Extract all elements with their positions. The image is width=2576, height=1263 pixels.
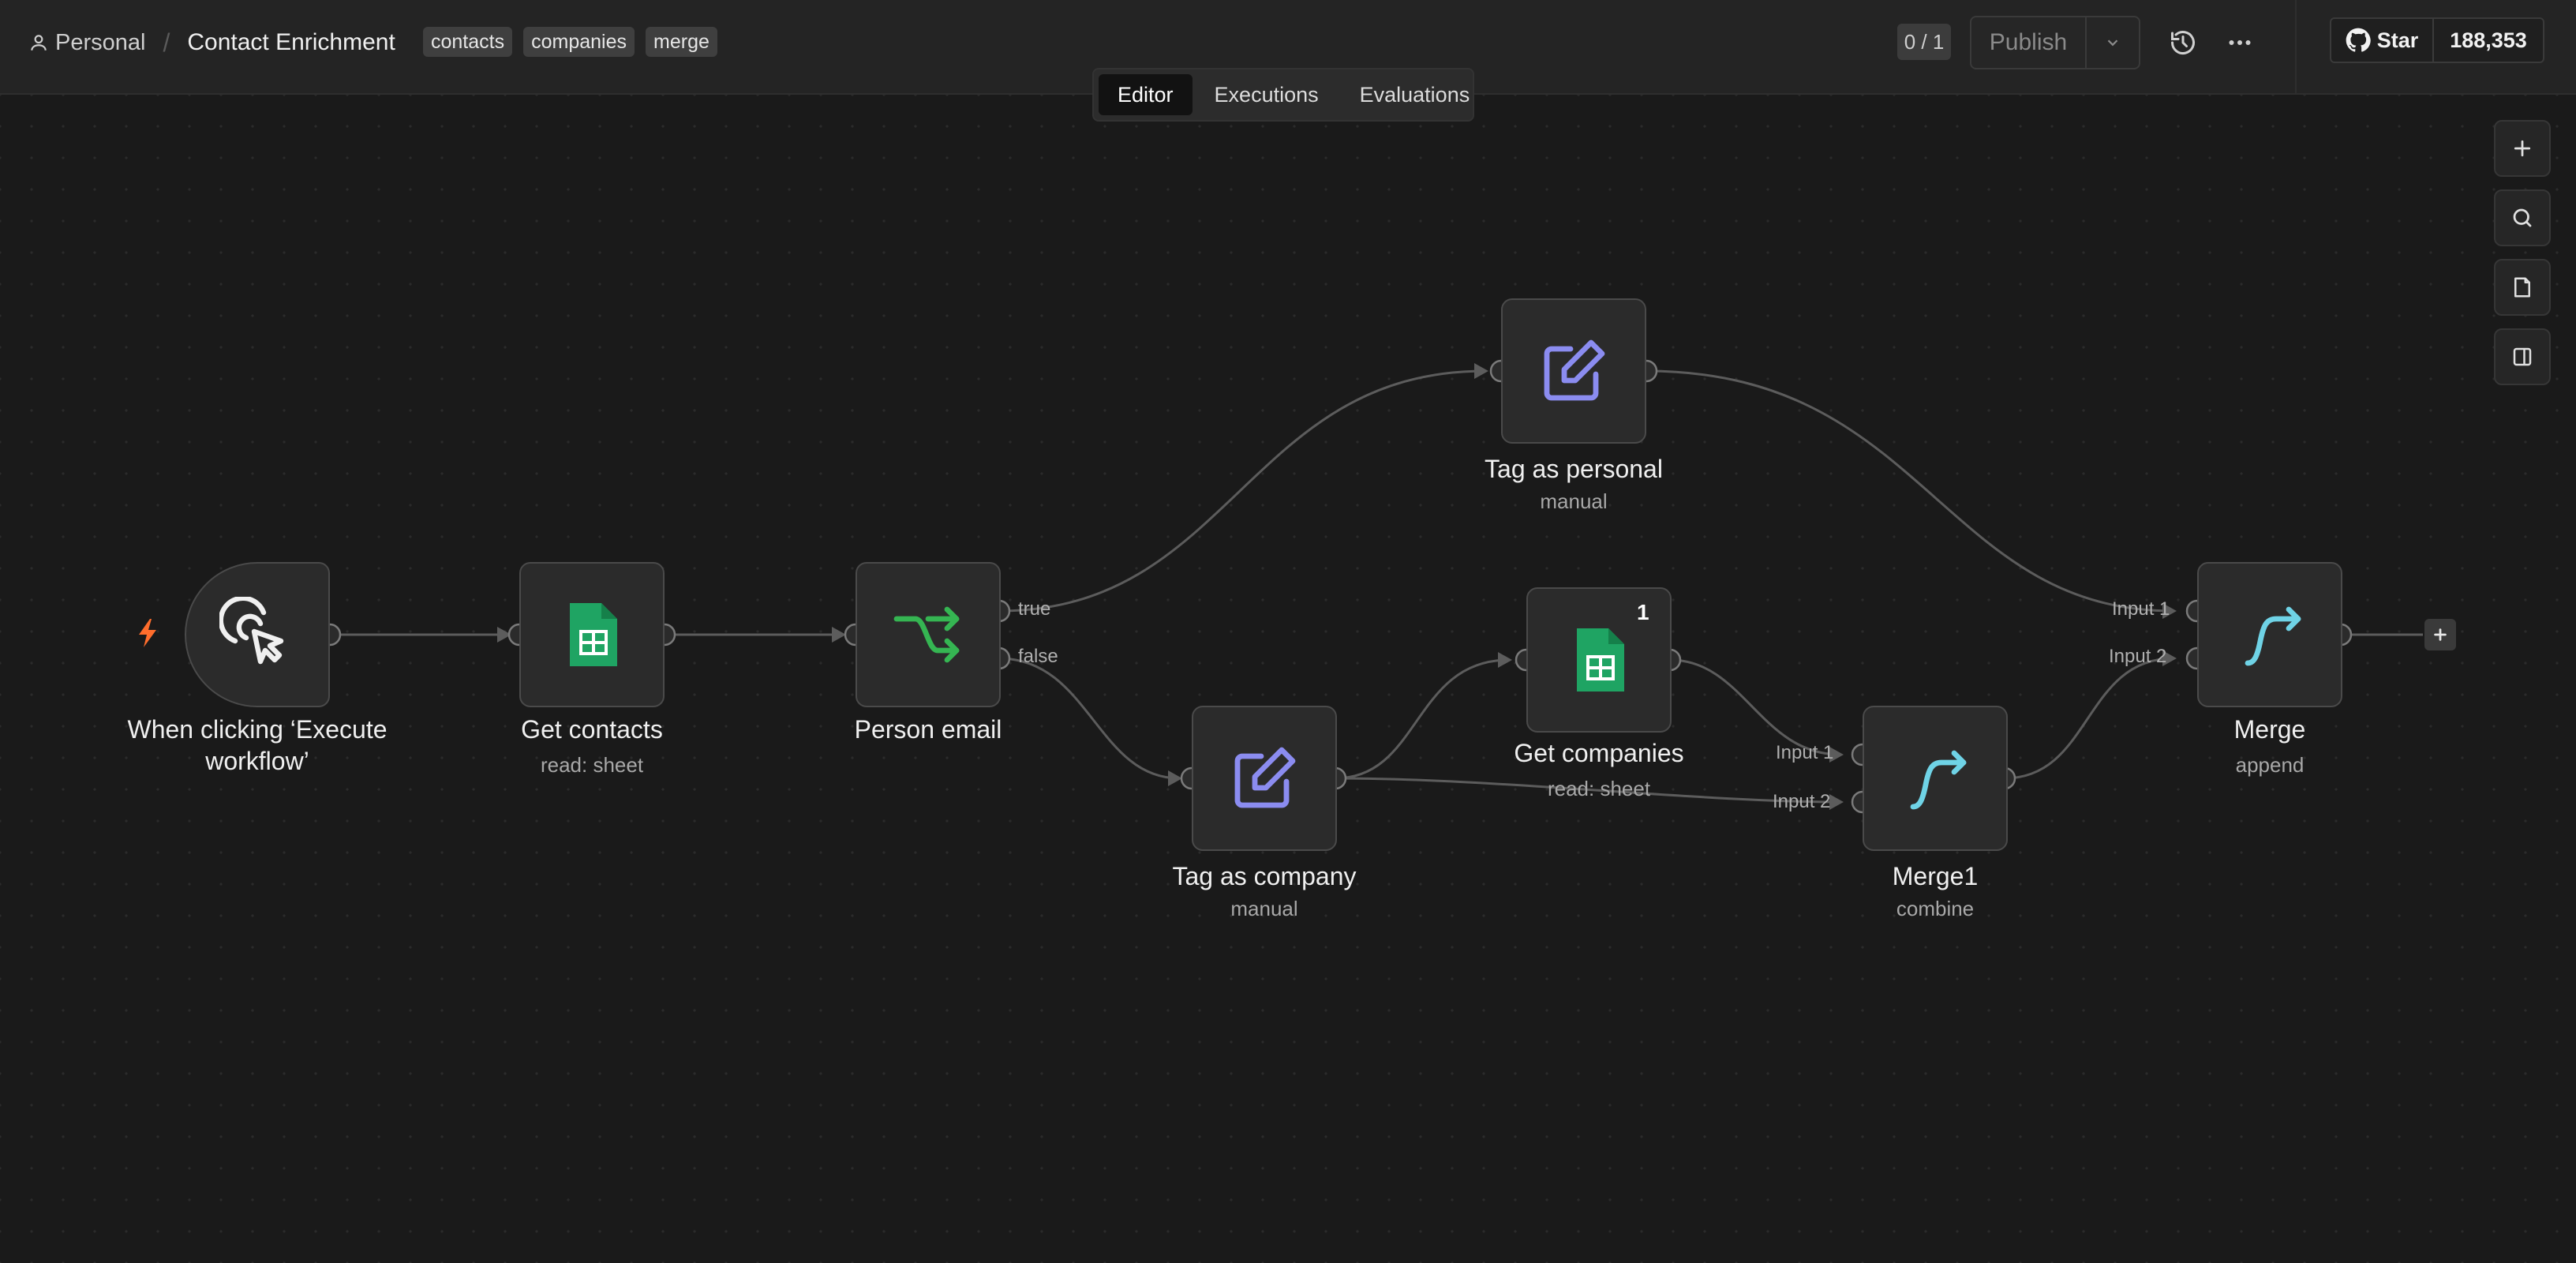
search-icon xyxy=(2513,208,2532,227)
port-label-input1: Input 1 xyxy=(2112,598,2170,620)
edge-merge1-to-merge-input2 xyxy=(2004,657,2174,780)
github-icon xyxy=(2346,28,2371,52)
history-icon[interactable] xyxy=(2169,28,2197,57)
publish-button[interactable]: Publish xyxy=(1971,17,2087,68)
search-nodes-button[interactable] xyxy=(2494,189,2551,246)
github-star-label: Star xyxy=(2376,28,2419,52)
arrowhead xyxy=(2162,603,2177,619)
port-label-input2: Input 2 xyxy=(1773,791,1831,812)
edit-pen-icon xyxy=(1544,339,1605,401)
node-label: Merge xyxy=(2233,715,2306,744)
edit-pen-icon xyxy=(1234,747,1296,808)
node-label: Get companies xyxy=(1514,739,1684,767)
cursor-click-icon xyxy=(219,597,284,665)
edge-get-companies-to-merge1-input1 xyxy=(1669,658,1841,756)
publish-counter: 0 / 1 xyxy=(1897,24,1951,60)
arrowhead xyxy=(1474,363,1488,379)
node-subtitle: read: sheet xyxy=(1547,777,1651,800)
sticky-note-icon xyxy=(2514,277,2530,298)
tab-evaluations[interactable]: Evaluations xyxy=(1359,83,1470,107)
github-star-widget[interactable]: Star 188,353 xyxy=(2330,17,2544,63)
merge-arrow-icon xyxy=(1910,750,1967,810)
toggle-panel-button[interactable] xyxy=(2494,328,2551,385)
node-label: When clicking ‘Execute workflow’ xyxy=(127,715,388,775)
workflow-title[interactable]: Contact Enrichment xyxy=(187,29,395,55)
sidebar-panel-icon xyxy=(2513,347,2532,366)
lightning-bolt-icon xyxy=(139,619,156,647)
merge-arrow-icon xyxy=(2245,606,2301,666)
node-label: Tag as personal xyxy=(1485,455,1663,483)
edge-tag-company-to-get-companies xyxy=(1335,658,1510,780)
arrowhead xyxy=(2162,650,2177,666)
node-label: Tag as company xyxy=(1172,862,1357,890)
tag-chip[interactable]: merge xyxy=(646,27,717,57)
breadcrumb-project[interactable]: Personal xyxy=(55,29,146,55)
split-arrows-icon xyxy=(893,606,960,663)
arrowhead xyxy=(1829,747,1844,763)
google-sheets-icon xyxy=(570,603,617,666)
node-subtitle: combine xyxy=(1896,897,1975,920)
arrowhead xyxy=(832,627,846,643)
edge-false-to-tag-company xyxy=(998,657,1180,780)
node-label: Person email xyxy=(854,715,1002,744)
node-label: Get contacts xyxy=(521,715,663,744)
arrowhead xyxy=(1168,770,1182,786)
add-next-node-button[interactable] xyxy=(2424,619,2456,650)
node-get-contacts[interactable] xyxy=(519,562,665,707)
github-star-count[interactable]: 188,353 xyxy=(2450,28,2527,52)
view-tabs: Editor Executions Evaluations xyxy=(1092,68,1474,122)
node-subtitle: read: sheet xyxy=(540,753,644,777)
sticky-note-button[interactable] xyxy=(2494,259,2551,316)
port-label-false: false xyxy=(1018,646,1058,667)
publish-button-group[interactable]: Publish xyxy=(1970,16,2140,69)
publish-dropdown-button[interactable] xyxy=(2087,17,2139,68)
tab-executions[interactable]: Executions xyxy=(1214,83,1319,107)
node-get-companies[interactable] xyxy=(1526,587,1672,733)
tag-chip[interactable]: companies xyxy=(523,27,635,57)
node-merge[interactable] xyxy=(2197,562,2342,707)
person-icon xyxy=(31,35,47,51)
node-tag-as-company[interactable] xyxy=(1192,706,1337,851)
node-merge1[interactable] xyxy=(1863,706,2008,851)
breadcrumb-separator: / xyxy=(163,28,170,57)
workflow-tags[interactable]: contacts companies merge xyxy=(423,27,717,57)
edge-true-to-tag-personal xyxy=(998,369,1486,613)
node-label: Merge1 xyxy=(1892,862,1979,890)
node-subtitle: manual xyxy=(1230,897,1298,920)
github-star-button[interactable]: Star xyxy=(2331,19,2434,62)
port-label-true: true xyxy=(1018,598,1051,620)
edge-tag-personal-to-merge-input1 xyxy=(1646,369,2174,613)
more-options-icon[interactable] xyxy=(2226,28,2254,57)
workflow-canvas[interactable] xyxy=(0,95,2576,1263)
port-label-input1: Input 1 xyxy=(1776,742,1834,763)
top-header: Personal / Contact Enrichment contacts c… xyxy=(0,0,2576,95)
arrowhead xyxy=(1829,794,1844,810)
tag-chip[interactable]: contacts xyxy=(423,27,513,57)
header-divider xyxy=(2295,0,2297,93)
node-person-email[interactable] xyxy=(856,562,1001,707)
execution-count-badge: 1 xyxy=(1637,600,1649,624)
node-manual-trigger[interactable] xyxy=(185,562,330,707)
node-subtitle: append xyxy=(2235,753,2305,777)
port-label-input2: Input 2 xyxy=(2109,646,2167,667)
chevron-down-icon xyxy=(2107,39,2118,47)
tab-editor[interactable]: Editor xyxy=(1099,74,1193,115)
arrowhead xyxy=(497,627,511,643)
breadcrumb: Personal / Contact Enrichment xyxy=(28,27,395,58)
arrowhead xyxy=(1498,652,1512,668)
add-node-button[interactable] xyxy=(2494,120,2551,177)
plus-icon xyxy=(2434,628,2447,641)
google-sheets-icon xyxy=(1577,628,1624,691)
plus-icon xyxy=(2514,140,2531,157)
node-subtitle: manual xyxy=(1540,489,1608,513)
node-tag-as-personal[interactable] xyxy=(1501,298,1646,444)
edge-tag-company-to-merge1-input2 xyxy=(1335,777,1841,804)
